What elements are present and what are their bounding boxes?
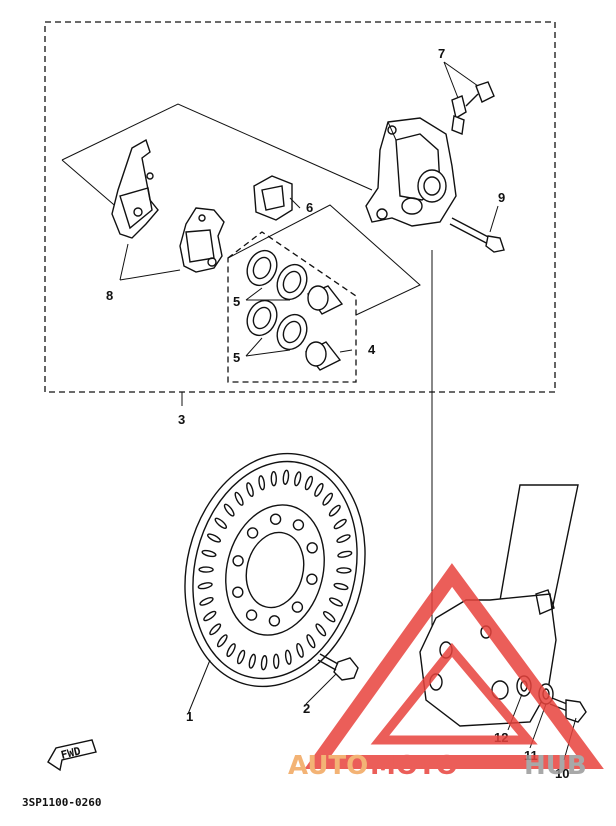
disc-slot <box>226 643 236 658</box>
disc-slot <box>328 504 341 517</box>
seal-guide-line <box>227 204 421 316</box>
disc-slot <box>322 611 336 623</box>
disc-slot <box>296 642 304 658</box>
disc-slot <box>336 534 351 543</box>
disc-slot <box>258 475 266 491</box>
part-label-1: 1 <box>186 709 193 724</box>
caliper-assembly-frame <box>44 21 556 393</box>
caliper-body <box>365 117 457 227</box>
caliper-pistons <box>304 285 344 371</box>
disc-mount-hole <box>306 542 318 554</box>
axle-holder-bolt <box>549 697 587 723</box>
automotohub-logo: AUTO MOTO HUB <box>288 563 604 781</box>
part-label-7: 7 <box>438 46 445 61</box>
part-label-10: 10 <box>555 766 569 781</box>
pad-guide-line <box>61 103 373 191</box>
disc-slot <box>201 549 217 558</box>
disc-slot <box>328 597 344 607</box>
brake-pad-right <box>179 207 225 273</box>
disc-mount-hole <box>246 527 259 539</box>
bleed-screw <box>451 81 495 135</box>
part-label-4: 4 <box>368 342 376 357</box>
part-label-3: 3 <box>178 412 185 427</box>
part-label-5b: 5 <box>233 350 240 365</box>
disc-slot <box>214 517 228 529</box>
disc-mount-hole <box>291 601 304 613</box>
disc-slot <box>272 653 280 669</box>
part-label-2: 2 <box>303 701 310 716</box>
disc-slot <box>282 469 290 485</box>
pad-guide-line-2 <box>61 159 121 211</box>
disc-slot <box>199 597 214 606</box>
part-label-6: 6 <box>306 200 313 215</box>
forward-arrow-icon: FWD <box>47 739 97 772</box>
disc-slot <box>223 503 235 517</box>
disc-mount-hole <box>232 555 244 567</box>
watermark-text-auto: AUTO <box>288 751 368 781</box>
disc-mount-hole <box>306 573 318 585</box>
drawing-code: 3SP1100-0260 <box>22 796 101 809</box>
disc-slot <box>315 623 327 637</box>
disc-slot <box>314 482 324 497</box>
front-fork-leg <box>419 484 579 727</box>
disc-slot <box>304 475 314 491</box>
disc-slot <box>234 491 244 506</box>
part-label-8: 8 <box>106 288 113 303</box>
part-label-5a: 5 <box>233 294 240 309</box>
disc-slot <box>294 471 302 487</box>
disc-slot <box>322 492 334 506</box>
disc-slot <box>333 582 349 591</box>
disc-slot <box>209 623 222 636</box>
disc-vent-slots <box>197 469 353 671</box>
disc-slot <box>236 649 246 665</box>
disc-slot <box>216 634 228 648</box>
pin-bolt <box>449 217 505 253</box>
disc-slot <box>206 533 222 543</box>
part-label-9: 9 <box>498 190 505 205</box>
disc-slot <box>197 582 213 590</box>
disc-slot <box>337 550 353 558</box>
disc-mount-hole <box>245 609 258 621</box>
disc-mount-hole <box>292 519 305 531</box>
fwd-label: FWD <box>60 744 83 762</box>
watermark-text-hub: HUB <box>524 751 587 781</box>
disc-slot <box>246 482 254 498</box>
watermark-text-moto: MOTO <box>370 751 458 781</box>
pad-spring-clip <box>253 175 293 221</box>
disc-mount-hole <box>232 586 244 598</box>
leader-lines <box>119 61 577 761</box>
disc-slot <box>284 649 292 665</box>
disc-slot <box>260 655 268 671</box>
piston-seals <box>246 249 308 351</box>
disc-bolt <box>317 653 359 681</box>
disc-slot <box>248 653 256 669</box>
seal-kit-frame <box>227 231 357 383</box>
disc-slot <box>336 567 352 574</box>
disc-slot <box>333 518 347 530</box>
disc-slot <box>270 471 278 487</box>
disc-slot <box>198 566 214 573</box>
disc-mount-hole <box>269 513 282 525</box>
disc-mount-hole <box>268 615 281 627</box>
disc-slot <box>203 610 217 622</box>
disc-slot <box>306 634 316 649</box>
brake-pad-left <box>111 138 159 239</box>
brake-disc <box>184 452 366 688</box>
